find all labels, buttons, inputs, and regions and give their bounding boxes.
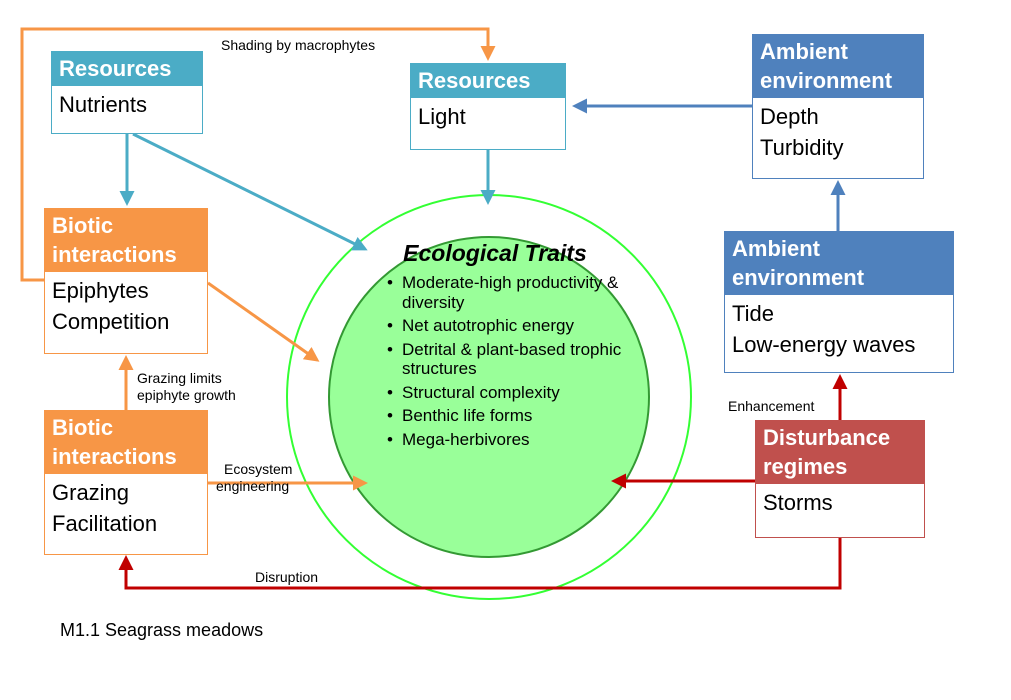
- box-resources-light: Resources Light: [410, 63, 566, 150]
- trait-item: Benthic life forms: [380, 406, 630, 426]
- box-biotic-epiphytes: Biotic interactions Epiphytes Competitio…: [44, 208, 208, 354]
- box-header: Disturbance regimes: [756, 421, 924, 484]
- box-body: Tide Low-energy waves: [732, 301, 916, 357]
- box-body: Epiphytes Competition: [52, 278, 170, 334]
- label-shading: Shading by macrophytes: [221, 37, 376, 53]
- arrow-shading: [20, 27, 496, 282]
- arrow-nutrients-to-core: [132, 132, 368, 251]
- box-body: Nutrients: [59, 92, 148, 117]
- trait-item: Structural complexity: [380, 383, 630, 403]
- ecological-traits-title: Ecological Traits: [403, 240, 587, 266]
- box-body: Light: [418, 104, 466, 129]
- label-ecosystem-engineering: Ecosystem engineering: [216, 461, 293, 494]
- box-body: Grazing Facilitation: [52, 480, 158, 536]
- box-header: Biotic interactions: [45, 411, 207, 474]
- trait-item: Net autotrophic energy: [380, 316, 630, 336]
- label-enhancement: Enhancement: [728, 398, 815, 414]
- trait-item: Moderate-high productivity & diversity: [380, 273, 630, 312]
- box-ambient-tide: Ambient environment Tide Low-energy wave…: [724, 231, 954, 373]
- box-disturbance: Disturbance regimes Storms: [755, 420, 925, 538]
- trait-item: Mega-herbivores: [380, 430, 630, 450]
- trait-item: Detrital & plant-based trophic structure…: [380, 340, 630, 379]
- box-header: Biotic interactions: [45, 209, 207, 272]
- label-grazing-limits: Grazing limits epiphyte growth: [137, 370, 236, 403]
- arrow-disruption: [118, 538, 842, 590]
- box-header: Resources: [52, 52, 202, 86]
- box-body: Depth Turbidity: [760, 104, 844, 160]
- box-header: Ambient environment: [725, 232, 953, 295]
- box-ambient-depth: Ambient environment Depth Turbidity: [752, 34, 924, 179]
- arrow-epiphytes-to-core: [207, 281, 320, 362]
- box-header: Ambient environment: [753, 35, 923, 98]
- box-header: Resources: [411, 64, 565, 98]
- label-disruption: Disruption: [255, 569, 319, 585]
- box-resources-nutrients: Resources Nutrients: [51, 51, 203, 134]
- box-body: Storms: [763, 490, 833, 515]
- box-biotic-grazing: Biotic interactions Grazing Facilitation: [44, 410, 208, 555]
- figure-caption: M1.1 Seagrass meadows: [60, 620, 264, 640]
- ecological-traits-list: Moderate-high productivity & diversity N…: [380, 273, 630, 453]
